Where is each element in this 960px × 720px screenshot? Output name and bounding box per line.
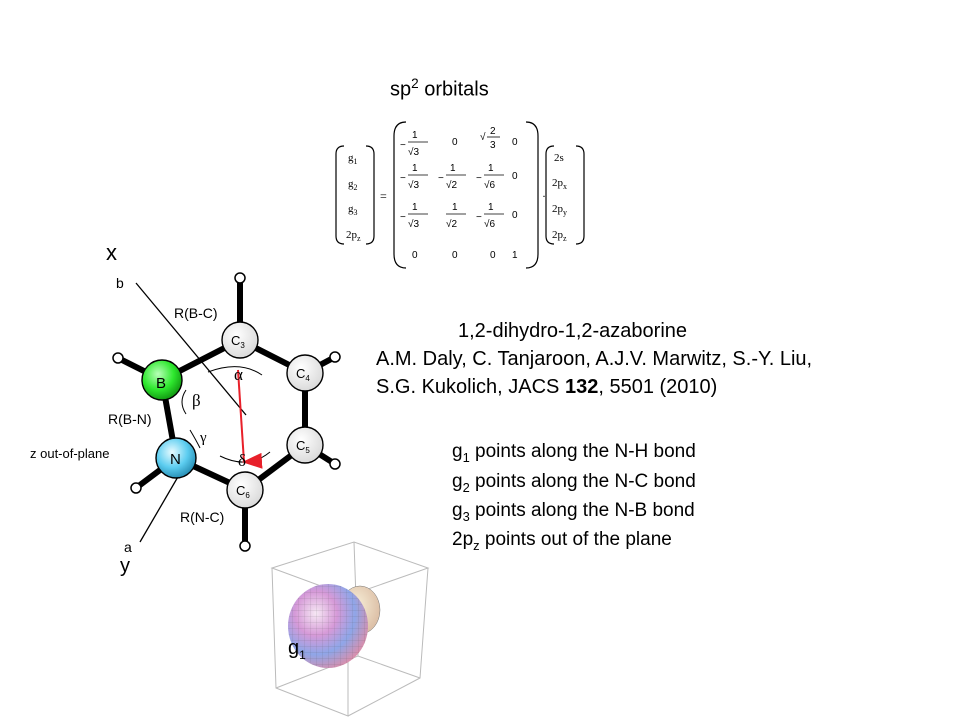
atom-c6-label: C6 (236, 483, 250, 500)
svg-text:√2: √2 (446, 218, 457, 230)
equals-sign: = (380, 189, 387, 203)
svg-text:1: 1 (412, 163, 418, 174)
g1-orbital-plot: g1 (270, 541, 430, 717)
bond-bc-label: R(B-C) (174, 305, 218, 321)
axis-a-label: a (124, 539, 132, 555)
svg-text:1: 1 (412, 130, 418, 141)
svg-text:√3: √3 (408, 179, 419, 191)
description-2pz: 2pz points out of the plane (452, 529, 672, 553)
atom-c6 (226, 471, 264, 509)
angle-alpha-label: α (234, 365, 243, 384)
description-g2: g2 points along the N-C bond (452, 471, 696, 495)
orbital-transformation-equation: g1 g2 g3 2pz = − 1 √3 0 √ 2 3 0 − 1 √3 −… (335, 121, 585, 269)
matrix-row-1: − 1 √3 0 √ 2 3 0 (400, 126, 518, 158)
rhs-2px: 2px (552, 177, 567, 191)
svg-text:0: 0 (452, 137, 458, 148)
atom-n-label: N (170, 451, 181, 468)
g1-direction-arrow (237, 369, 263, 469)
svg-text:−: − (400, 173, 406, 184)
axis-b-line (135, 282, 247, 416)
svg-text:−: − (400, 212, 406, 223)
svg-text:0: 0 (512, 137, 518, 148)
reference-authors: A.M. Daly, C. Tanjaroon, A.J.V. Marwitz,… (376, 348, 813, 370)
svg-text:√6: √6 (484, 179, 495, 191)
rhs-2py: 2py (552, 203, 567, 217)
lhs-2pz: 2pz (346, 229, 361, 243)
description-g1: g1 points along the N-H bond (452, 441, 696, 465)
svg-text:√: √ (480, 131, 486, 143)
lhs-g1: g1 (348, 152, 358, 166)
angle-beta-label: β (192, 391, 201, 410)
atom-b (141, 359, 183, 401)
bond-bn-label: R(B-N) (108, 411, 152, 427)
atom-c4 (286, 354, 324, 392)
svg-text:√2: √2 (446, 179, 457, 191)
dot-operator: · (542, 189, 546, 203)
molecule-diagram: B N C3 C4 C5 C6 x b a y z out-of-plane R… (30, 240, 341, 577)
orbital-label: g1 (288, 637, 306, 662)
svg-text:0: 0 (412, 250, 418, 261)
axis-x-label: x (106, 240, 117, 265)
reference-journal: S.G. Kukolich, JACS 132, 5501 (2010) (376, 376, 718, 398)
atom-b-label: B (156, 375, 166, 392)
svg-text:1: 1 (512, 250, 518, 261)
svg-text:0: 0 (490, 250, 496, 261)
atom-c3-label: C3 (231, 333, 245, 350)
svg-text:1: 1 (488, 202, 494, 213)
matrix-right-bracket (525, 121, 539, 269)
angle-arcs (181, 366, 271, 463)
axis-b-label: b (116, 275, 124, 291)
lhs-left-bracket (335, 145, 345, 245)
svg-text:√3: √3 (408, 146, 419, 158)
atom-c4-label: C4 (296, 366, 310, 383)
svg-text:−: − (476, 173, 482, 184)
angle-delta-label: δ (238, 451, 246, 470)
hydrogen-atoms (112, 272, 341, 552)
description-g3: g3 points along the N-B bond (452, 500, 695, 524)
rhs-2s: 2s (554, 152, 564, 164)
rhs-left-bracket (545, 145, 555, 245)
matrix-row-4: 0 0 0 1 (412, 250, 518, 261)
rhs-right-bracket (575, 145, 585, 245)
matrix-row-2: − 1 √3 − 1 √2 − 1 √6 0 (400, 163, 518, 191)
lhs-g2: g2 (348, 178, 358, 192)
atom-c5-label: C5 (296, 438, 310, 455)
page-title: sp2 orbitals (390, 76, 489, 101)
svg-text:1: 1 (488, 163, 494, 174)
rhs-2pz: 2pz (552, 229, 567, 243)
svg-text:1: 1 (412, 202, 418, 213)
lhs-right-bracket (365, 145, 375, 245)
angle-gamma-label: γ (199, 430, 207, 446)
svg-text:2: 2 (490, 126, 496, 137)
svg-text:−: − (476, 212, 482, 223)
svg-text:0: 0 (452, 250, 458, 261)
atom-c3 (221, 321, 259, 359)
matrix-left-bracket (393, 121, 407, 269)
svg-text:√6: √6 (484, 218, 495, 230)
axis-y-label: y (120, 555, 130, 577)
svg-text:3: 3 (490, 140, 496, 151)
matrix-row-3: − 1 √3 1 √2 − 1 √6 0 (400, 202, 518, 230)
lhs-g3: g3 (348, 203, 358, 217)
svg-text:1: 1 (452, 202, 458, 213)
svg-text:0: 0 (512, 171, 518, 182)
bond-nc-label: R(N-C) (180, 509, 224, 525)
z-out-of-plane-label: z out-of-plane (30, 446, 110, 461)
svg-text:0: 0 (512, 210, 518, 221)
svg-text:√3: √3 (408, 218, 419, 230)
svg-text:−: − (400, 140, 406, 151)
atom-c5 (286, 426, 324, 464)
atom-n (155, 437, 197, 479)
svg-text:−: − (438, 173, 444, 184)
molecule-name: 1,2-dihydro-1,2-azaborine (458, 320, 688, 342)
svg-text:1: 1 (450, 163, 456, 174)
